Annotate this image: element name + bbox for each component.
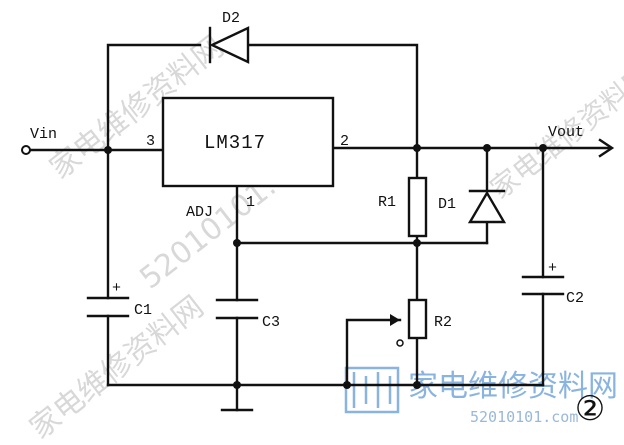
node-adj (233, 239, 241, 247)
watermark-logo-icon-bars (352, 372, 392, 408)
pin-label-out: 2 (340, 133, 349, 150)
node-gnd-c3 (233, 381, 241, 389)
c1-plus: + (112, 280, 121, 297)
vin-terminal (21, 145, 31, 155)
capacitor-c1 (86, 296, 130, 318)
r2-label: R2 (434, 314, 452, 331)
potentiometer-r2 (407, 298, 428, 340)
vin-label: Vin (30, 126, 57, 143)
vout-label: Vout (548, 124, 584, 141)
node-vin (104, 146, 112, 154)
pin-label-in: 3 (146, 133, 155, 150)
c3-label: C3 (262, 314, 280, 331)
d2-label: D2 (222, 10, 240, 27)
node-gnd-r2 (343, 381, 351, 389)
vout-arrow-icon (598, 138, 615, 158)
pin-label-adj: 1 (246, 194, 255, 211)
wire-r2-wiper (345, 318, 402, 387)
r1-label: R1 (378, 194, 396, 211)
ic-label: LM317 (204, 132, 266, 154)
node-r1-r2 (413, 239, 421, 247)
d1-label: D1 (438, 196, 456, 213)
capacitor-c2 (521, 275, 565, 296)
node-out (413, 144, 421, 152)
adj-label: ADJ (186, 204, 213, 221)
c2-plus: + (548, 260, 557, 277)
node-c2 (539, 144, 547, 152)
c1-label: C1 (134, 302, 152, 319)
ic-lm317 (161, 96, 335, 188)
r2-wiper-dot (396, 339, 404, 347)
diode-d1-icon (467, 190, 507, 224)
watermark-blue-cn: 家电维修资料网 (408, 369, 618, 404)
c2-label: C2 (566, 290, 584, 307)
diode-d2 (208, 26, 250, 64)
node-gnd-r2b (413, 381, 421, 389)
figure-number: ② (575, 389, 605, 429)
watermark-logo: 家电维修资料网 52010101.com (344, 366, 618, 426)
node-d1 (483, 144, 491, 152)
wiper-arrow-icon (390, 314, 400, 326)
watermark-logo-icon (344, 366, 400, 414)
junctions (104, 144, 547, 389)
watermark-text-cn-2: 家电维修资料网 (23, 289, 210, 445)
wire-d2-right (246, 43, 419, 150)
wires (24, 43, 612, 412)
wire-d2-left (106, 43, 202, 152)
diode-d1 (467, 189, 507, 224)
watermark-blue-url: 52010101.com (470, 408, 578, 426)
resistor-r1 (407, 176, 428, 238)
capacitor-c3 (215, 298, 259, 320)
diode-d2-icon (209, 26, 250, 64)
